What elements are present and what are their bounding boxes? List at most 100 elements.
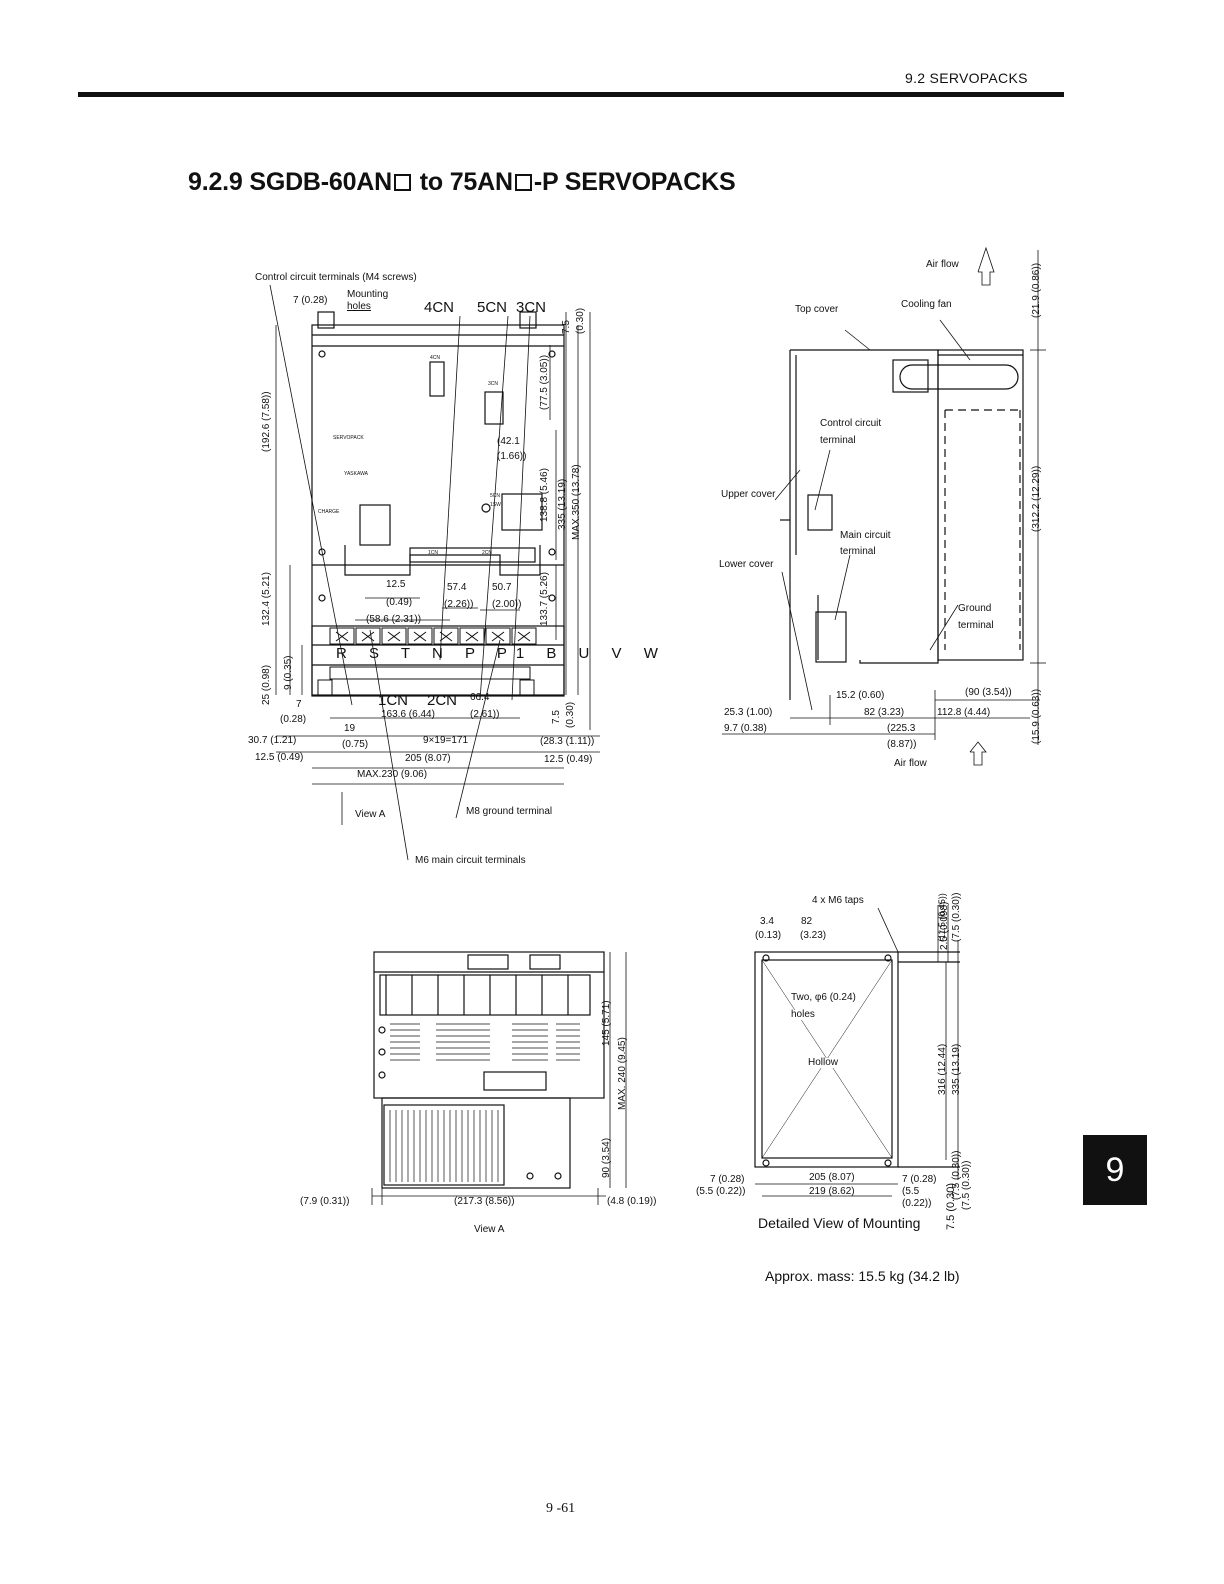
vdim-9: 9 (0.35) xyxy=(283,655,294,690)
vdim-7-5-bottom: 7.5 xyxy=(551,710,562,724)
label-air-flow-bottom: Air flow xyxy=(894,758,927,769)
dim-28-3: (28.3 (1.11)) xyxy=(540,736,595,747)
dim-7-9: (7.9 (0.31)) xyxy=(300,1196,350,1207)
vdim-21-9: (21.9 (0.86)) xyxy=(1031,262,1042,318)
label-3cn: 3CN xyxy=(516,299,547,316)
dim-12-5: 12.5 xyxy=(386,579,406,590)
dim-2-00: (2.00)) xyxy=(492,599,522,610)
vdim-max350: MAX.350 (13.78) xyxy=(571,464,582,540)
dim-7-right: 7 (0.28) xyxy=(902,1174,937,1185)
vdim-335-mount: 335 (13.19) xyxy=(951,1043,962,1095)
label-ground-1: Ground xyxy=(958,603,992,614)
vdim-133-7: 133.7 (5.26) xyxy=(539,572,550,626)
label-top-cover: Top cover xyxy=(795,304,839,315)
dim-7: 7 xyxy=(296,699,302,710)
dim-0-75: (0.75) xyxy=(342,739,369,750)
vdim-0-30-bottom: (0.30) xyxy=(565,701,576,728)
label-1cn: 1CN xyxy=(378,692,409,709)
dim-9-7: 9.7 (0.38) xyxy=(724,723,767,734)
vdim-7-5-top: 7.5 xyxy=(561,320,572,334)
board-charge: CHARGE xyxy=(318,509,340,515)
mounting-outline xyxy=(754,951,960,1168)
dim-5-5-right: (5.5 xyxy=(902,1186,920,1197)
label-ground-2: terminal xyxy=(958,620,994,631)
vdim-132-4: 132.4 (5.21) xyxy=(261,572,272,626)
label-m8: M8 ground terminal xyxy=(466,806,553,817)
dim-max230: MAX.230 (9.06) xyxy=(357,769,428,780)
vdim-15-9: (15.9 (0.63)) xyxy=(1031,688,1042,744)
dim-25-3: 25.3 (1.00) xyxy=(724,707,773,718)
dim-30-7: 30.7 (1.21) xyxy=(248,735,297,746)
label-2cn: 2CN xyxy=(427,692,458,709)
dim-5-5-mount: (5.5 (0.22)) xyxy=(696,1186,746,1197)
dim-205: 205 (8.07) xyxy=(405,753,451,764)
label-main-terminal-2: terminal xyxy=(840,546,876,557)
dim-225-3: (225.3 xyxy=(887,723,916,734)
label-holes-1: Two, φ6 (0.24) xyxy=(791,992,856,1003)
title-mid: to 75AN xyxy=(413,168,513,196)
dim-163-6: 163.6 (6.44) xyxy=(381,709,435,720)
label-ctrl-terminal-1: Control circuit xyxy=(820,418,882,429)
mounting-dimension-lines xyxy=(755,905,959,1197)
dim-90: (90 (3.54)) xyxy=(965,687,1012,698)
dim-4-8: (4.8 (0.19)) xyxy=(607,1196,657,1207)
dim-219-mount: 219 (8.62) xyxy=(809,1186,855,1197)
dim-12-5-left: 12.5 (0.49) xyxy=(255,752,304,763)
dim-15-2: 15.2 (0.60) xyxy=(836,690,885,701)
dim-8-87: (8.87)) xyxy=(887,739,917,750)
dim-0-22-right: (0.22)) xyxy=(902,1198,932,1209)
board-1cn: 1CN xyxy=(428,550,439,556)
running-header: 9.2 SERVOPACKS xyxy=(905,70,1028,86)
dim-1-66: (1.66)) xyxy=(497,451,527,462)
dim-66-4: 66.4 xyxy=(470,692,490,703)
vdim-192-6: (192.6 (7.58)) xyxy=(261,391,272,452)
label-m6-taps: 4 x M6 taps xyxy=(812,895,864,906)
dim-12-5-right: 12.5 (0.49) xyxy=(544,754,593,765)
title-prefix: 9.2.9 SGDB-60AN xyxy=(188,168,393,196)
caption-view-a: View A xyxy=(474,1224,505,1235)
dim-57-4: 57.4 xyxy=(447,582,467,593)
view-a-dimension-lines xyxy=(371,952,627,1205)
label-upper-cover: Upper cover xyxy=(721,489,776,500)
vdim-max240: MAX. 240 (9.45) xyxy=(617,1037,628,1110)
vdim-77-5: (77.5 (3.05)) xyxy=(539,354,550,410)
vdim-0-30-top: (0.30) xyxy=(575,307,586,334)
label-view-a-ref: View A xyxy=(355,809,386,820)
placeholder-box xyxy=(394,174,412,191)
label-control-terminals: Control circuit terminals (M4 screws) xyxy=(255,272,417,283)
vdim-312-2: (312.2 (12.29)) xyxy=(1031,465,1042,532)
board-1sw: 1SW xyxy=(490,502,501,508)
board-5cn: 5CN xyxy=(490,493,501,499)
dim-3-23: (3.23) xyxy=(800,930,827,941)
dim-9x19: 9×19=171 xyxy=(423,735,469,746)
caption-mounting: Detailed View of Mounting xyxy=(758,1215,921,1231)
dim-112-8: 112.8 (4.44) xyxy=(937,707,991,718)
vdim-335: 335 (13.19) xyxy=(557,478,568,530)
vdim-7-5-mount-b3: (7.5 (0.30)) xyxy=(961,1160,972,1210)
dim-42-1: (42.1 xyxy=(497,436,520,447)
dim-82-mount: 82 xyxy=(801,916,813,927)
dim-50-7: 50.7 xyxy=(492,582,512,593)
board-yaskawa: YASKAWA xyxy=(344,471,368,477)
dim-82-side: 82 (3.23) xyxy=(864,707,905,718)
label-mounting-2: holes xyxy=(347,301,371,312)
dim-0-28: (0.28) xyxy=(280,714,307,725)
vdim-138-8: 138.8 (5.46) xyxy=(539,468,550,522)
section-title: 9.2.9 SGDB-60AN to 75AN -P SERVOPACKS xyxy=(188,168,736,197)
front-view-dimension-lines xyxy=(269,284,600,861)
vdim-7-5-mount-b2: 7.5 (0.30) xyxy=(945,1182,957,1230)
header-rule xyxy=(78,92,1064,97)
page-number: 9 -61 xyxy=(546,1501,576,1516)
board-4cn: 4CN xyxy=(430,355,441,361)
vdim-90: 90 (3.54) xyxy=(601,1137,612,1178)
dim-3-4: 3.4 xyxy=(760,916,774,927)
label-5cn: 5CN xyxy=(477,299,508,316)
dim-2-61: (2.61)) xyxy=(470,709,500,720)
front-view-terminal-block xyxy=(317,627,537,697)
title-suffix: -P SERVOPACKS xyxy=(533,168,736,196)
label-hollow: Hollow xyxy=(808,1057,839,1068)
board-2cn: 2CN xyxy=(482,550,493,556)
dim-205-mount: 205 (8.07) xyxy=(809,1172,855,1183)
view-a-grille xyxy=(389,1023,580,1182)
